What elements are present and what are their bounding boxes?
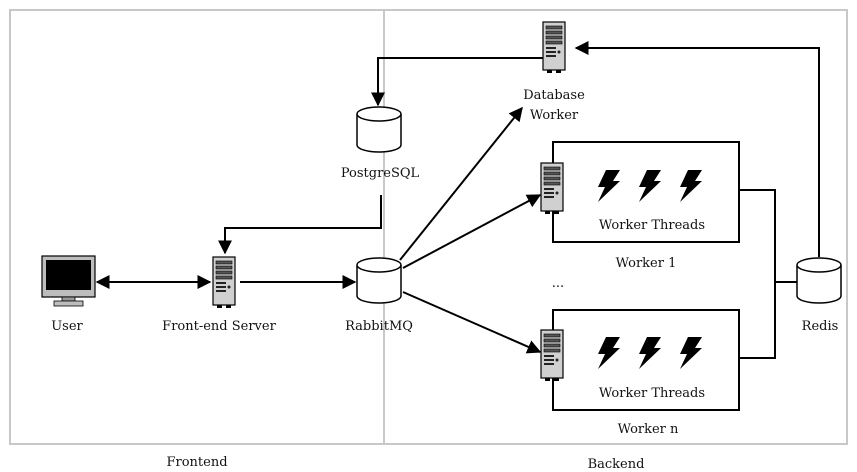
- worker-n-threads-label: Worker Threads: [599, 386, 705, 401]
- worker-n-label: Worker n: [618, 422, 679, 437]
- rabbitmq-label: RabbitMQ: [345, 319, 413, 334]
- worker-1-server-icon: [540, 162, 564, 215]
- edge-rabbitmq-workern: [402, 291, 542, 354]
- backend-region: [383, 9, 848, 445]
- user-label: User: [51, 319, 83, 334]
- edge-rabbitmq-dbworker: [399, 106, 523, 261]
- postgresql-cylinder-icon: [356, 106, 402, 153]
- database-worker-server-icon: [542, 21, 566, 74]
- database-worker-label-line1: Database: [523, 88, 585, 103]
- redis-label: Redis: [802, 319, 839, 334]
- user-monitor-icon: [41, 255, 96, 307]
- worker-1-threads-label: Worker Threads: [599, 218, 705, 233]
- edge-dbworker-postgres: [371, 57, 543, 107]
- edge-rabbitmq-worker1: [402, 194, 542, 269]
- worker-n-server-icon: [540, 329, 564, 382]
- frontend-server-icon: [212, 256, 236, 309]
- edge-postgres-frontend: [218, 195, 382, 255]
- worker-1-label: Worker 1: [616, 256, 677, 271]
- rabbitmq-cylinder-icon: [356, 257, 402, 304]
- postgresql-label: PostgreSQL: [341, 166, 420, 181]
- backend-label: Backend: [588, 457, 645, 472]
- frontend-server-label: Front-end Server: [162, 319, 276, 334]
- frontend-label: Frontend: [166, 455, 227, 470]
- database-worker-label-line2: Worker: [530, 108, 579, 123]
- edge-worker1-redis: [739, 189, 797, 283]
- worker-ellipsis: ...: [552, 276, 564, 291]
- redis-cylinder-icon: [796, 257, 842, 304]
- edge-workern-redis: [739, 282, 776, 359]
- edge-redis-dbworker: [574, 41, 820, 257]
